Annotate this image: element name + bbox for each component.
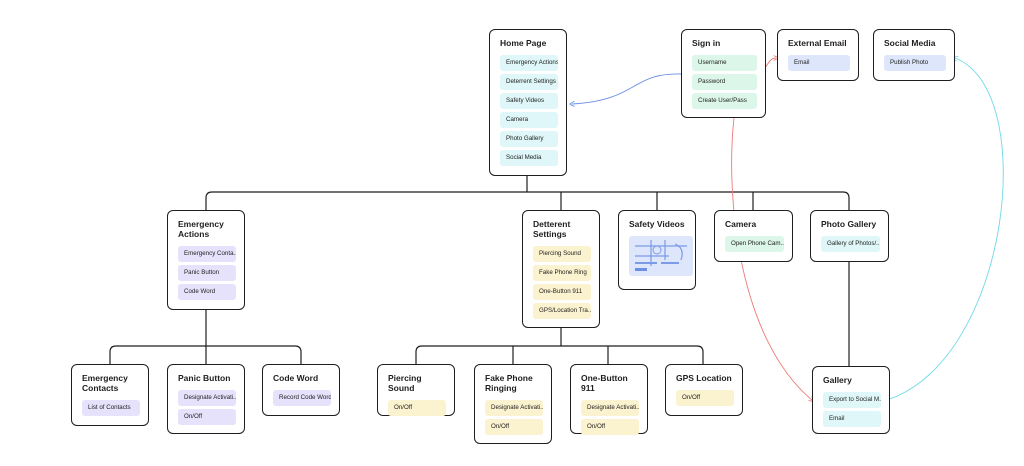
- piercing-sound-title: Piercing Sound: [388, 373, 422, 393]
- signin-create-user[interactable]: Create User/Pass: [692, 93, 757, 109]
- emergency-actions-card[interactable]: Emergency Actions Emergency Conta... Pan…: [167, 210, 245, 310]
- arrow-signin-to-gallery: [731, 117, 812, 400]
- publish-photo-item[interactable]: Publish Photo: [884, 55, 946, 71]
- emergency-contacts-item[interactable]: Emergency Conta...: [178, 246, 236, 262]
- camera-title: Camera: [725, 219, 757, 229]
- piercing-on-off-item[interactable]: On/Off: [388, 400, 446, 416]
- camera-card[interactable]: Camera Open Phone Cam...: [714, 210, 793, 262]
- arrow-signin-to-home: [572, 73, 684, 104]
- emergency-actions-title: Emergency Actions: [178, 219, 224, 239]
- panic-designate-activation-item[interactable]: Designate Activati...: [178, 390, 236, 406]
- 911-designate-activation-item[interactable]: Designate Activati...: [581, 400, 639, 416]
- gallery-email-item[interactable]: Email: [823, 411, 881, 427]
- deterrent-settings-title: Detterent Settings: [533, 219, 571, 239]
- gps-on-off-item[interactable]: On/Off: [676, 390, 734, 406]
- home-page-title: Home Page: [500, 38, 547, 48]
- piercing-sound-item[interactable]: Piercing Sound: [533, 246, 591, 262]
- photo-gallery-card[interactable]: Photo Gallery Gallery of Photos/...: [810, 210, 889, 262]
- panic-button-title: Panic Button: [178, 373, 231, 383]
- external-email-item[interactable]: Email: [788, 55, 850, 71]
- external-email-title: External Email: [788, 38, 847, 48]
- list-of-contacts-item[interactable]: List of Contacts: [82, 400, 140, 416]
- signin-username[interactable]: Username: [692, 55, 757, 71]
- panic-button-card[interactable]: Panic Button Designate Activati... On/Of…: [167, 364, 245, 434]
- piercing-sound-card[interactable]: Piercing Sound On/Off: [377, 364, 455, 416]
- home-item-social-media[interactable]: Social Media: [500, 150, 558, 166]
- open-phone-camera-item[interactable]: Open Phone Cam...: [725, 236, 784, 252]
- record-code-word-item[interactable]: Record Code Word: [273, 390, 331, 406]
- 911-on-off-item[interactable]: On/Off: [581, 419, 639, 435]
- arrow-gallery-to-social: [886, 58, 1004, 401]
- gps-location-title: GPS Location: [676, 373, 732, 383]
- signin-card[interactable]: Sign in Username Password Create User/Pa…: [681, 29, 766, 118]
- fake-phone-ringing-title: Fake Phone Ringing: [485, 373, 533, 393]
- emergency-contacts-card[interactable]: Emergency Contacts List of Contacts: [71, 364, 149, 426]
- emergency-contacts-title: Emergency Contacts: [82, 373, 128, 393]
- signin-title: Sign in: [692, 38, 721, 48]
- social-media-card[interactable]: Social Media Publish Photo: [873, 29, 955, 81]
- one-button-911-item[interactable]: One-Button 911: [533, 284, 591, 300]
- gallery-of-photos-item[interactable]: Gallery of Photos/...: [821, 236, 880, 252]
- one-button-911-card[interactable]: One-Button 911 Designate Activati... On/…: [570, 364, 648, 435]
- gps-location-tracking-item[interactable]: GPS/Location Tra...: [533, 303, 591, 319]
- home-item-photo-gallery[interactable]: Photo Gallery: [500, 131, 558, 147]
- code-word-card[interactable]: Code Word Record Code Word: [262, 364, 340, 416]
- panic-button-item[interactable]: Panic Button: [178, 265, 236, 281]
- safety-videos-card[interactable]: Safety Videos: [618, 210, 696, 290]
- home-item-camera[interactable]: Camera: [500, 112, 558, 128]
- code-word-item[interactable]: Code Word: [178, 284, 236, 300]
- gps-location-card[interactable]: GPS Location On/Off: [665, 364, 743, 416]
- fake-phone-ringing-card[interactable]: Fake Phone Ringing Designate Activati...…: [474, 364, 552, 444]
- home-item-safety-videos[interactable]: Safety Videos: [500, 93, 558, 109]
- fake-on-off-item[interactable]: On/Off: [485, 419, 543, 435]
- home-page-card[interactable]: Home Page Emergency Actions Deterrent Se…: [489, 29, 567, 176]
- export-to-social-media-item[interactable]: Export to Social M...: [823, 392, 881, 408]
- tree-connector-top-bar: [205, 191, 850, 210]
- photo-gallery-title: Photo Gallery: [821, 219, 877, 229]
- safety-videos-title: Safety Videos: [629, 219, 685, 229]
- panic-on-off-item[interactable]: On/Off: [178, 409, 236, 425]
- gallery-title: Gallery: [823, 375, 852, 385]
- home-item-deterrent-settings[interactable]: Deterrent Settings: [500, 74, 558, 90]
- arrow-signin-to-email: [764, 58, 776, 69]
- fake-phone-ring-item[interactable]: Fake Phone Ring: [533, 265, 591, 281]
- external-email-card[interactable]: External Email Email: [777, 29, 859, 81]
- map-thumbnail: [629, 236, 693, 276]
- map-icon: [635, 240, 687, 271]
- one-button-911-title: One-Button 911: [581, 373, 628, 393]
- fake-designate-activation-item[interactable]: Designate Activati...: [485, 400, 543, 416]
- deterrent-settings-card[interactable]: Detterent Settings Piercing Sound Fake P…: [522, 210, 600, 328]
- gallery-card[interactable]: Gallery Export to Social M... Email: [812, 366, 890, 434]
- code-word-title: Code Word: [273, 373, 319, 383]
- signin-password[interactable]: Password: [692, 74, 757, 90]
- tree-connector-deterrent-bar: [415, 345, 704, 364]
- home-item-emergency-actions[interactable]: Emergency Actions: [500, 55, 558, 71]
- social-media-title: Social Media: [884, 38, 936, 48]
